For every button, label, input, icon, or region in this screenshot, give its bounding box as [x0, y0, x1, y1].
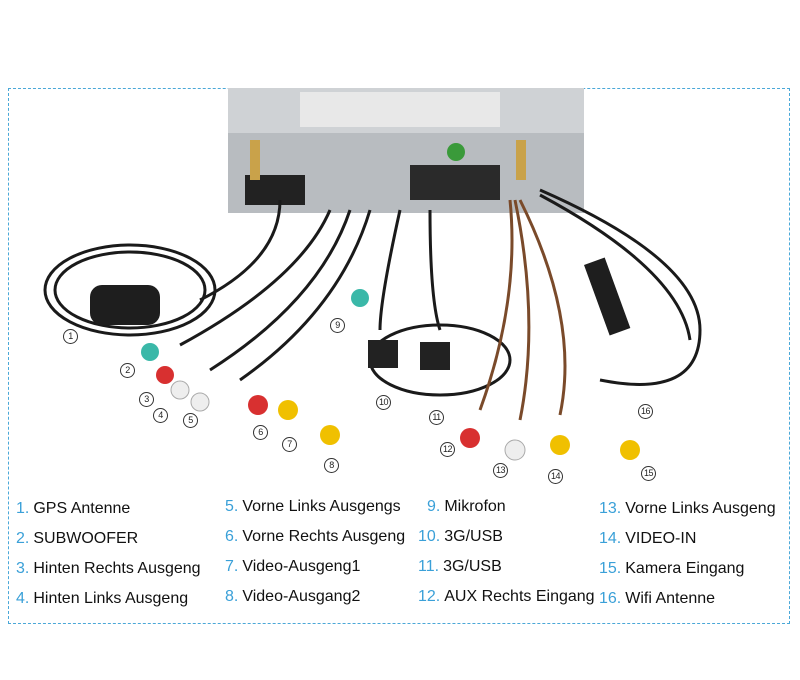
- callout-3: 3: [139, 392, 154, 407]
- legend-item: 11.3G/USB: [418, 558, 502, 575]
- legend-item: 2.SUBWOOFER: [16, 530, 139, 547]
- product-photo: [43, 88, 702, 461]
- callout-11: 11: [429, 410, 444, 425]
- callout-13: 13: [493, 463, 508, 478]
- callout-6: 6: [253, 425, 268, 440]
- callout-7: 7: [282, 437, 297, 452]
- callout-16: 16: [638, 404, 653, 419]
- callout-2: 2: [120, 363, 135, 378]
- callout-14: 14: [548, 469, 563, 484]
- callout-10: 10: [376, 395, 391, 410]
- callout-4: 4: [153, 408, 168, 423]
- legend-item: 12.AUX Rechts Eingang: [418, 588, 595, 605]
- brown-wires: [478, 199, 567, 421]
- legend-item: 7.Video-Ausgeng1: [225, 558, 361, 575]
- head-unit: [228, 88, 584, 213]
- callout-8: 8: [324, 458, 339, 473]
- legend-item: 13.Vorne Links Ausgeng: [599, 500, 776, 517]
- cables: [43, 188, 702, 397]
- legend-item: 6.Vorne Rechts Ausgeng: [225, 528, 406, 545]
- legend-item: 4.Hinten Links Ausgeng: [16, 590, 189, 607]
- legend-item: 9.Mikrofon: [427, 498, 506, 515]
- legend-item: 15.Kamera Eingang: [599, 560, 745, 577]
- legend-item: 16.Wifi Antenne: [599, 590, 716, 607]
- legend-item: 14.VIDEO-IN: [599, 530, 697, 547]
- wifi-antenna: [584, 257, 631, 336]
- callout-5: 5: [183, 413, 198, 428]
- gps-antenna: [90, 285, 160, 325]
- rca-connectors: [141, 289, 640, 461]
- legend-item: 1.GPS Antenne: [16, 500, 131, 517]
- callout-12: 12: [440, 442, 455, 457]
- legend-item: 8.Video-Ausgang2: [225, 588, 361, 605]
- legend-item: 10.3G/USB: [418, 528, 503, 545]
- legend-item: 5.Vorne Links Ausgengs: [225, 498, 401, 515]
- legend-item: 3.Hinten Rechts Ausgeng: [16, 560, 201, 577]
- callout-9: 9: [330, 318, 345, 333]
- callout-1: 1: [63, 329, 78, 344]
- callout-15: 15: [641, 466, 656, 481]
